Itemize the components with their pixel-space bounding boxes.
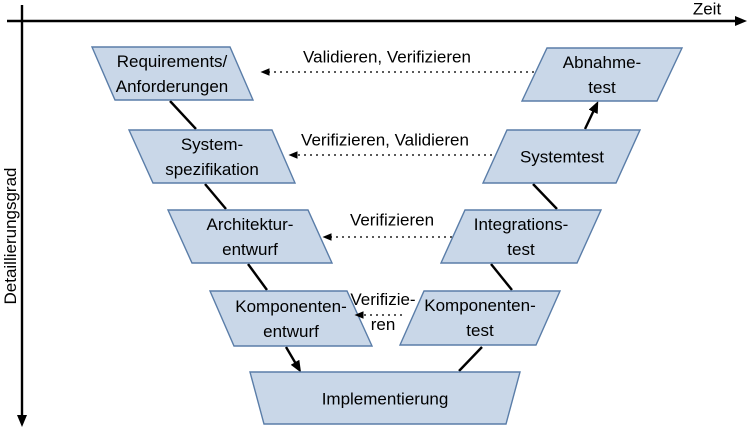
y-axis-label: Detaillierungsgrad — [1, 167, 20, 305]
connector-systemspec-architecture — [204, 183, 227, 210]
box-label-system-test: Systemtest — [519, 147, 605, 167]
connector-integrationtest-systemtest — [532, 183, 558, 210]
connector-systemtest-acceptancetest-arrow — [583, 100, 599, 130]
box-component-design — [208, 290, 374, 347]
box-system-test — [481, 129, 642, 184]
box-integration-test — [439, 209, 603, 264]
box-label-implementation: Implementierung — [321, 389, 449, 409]
box-acceptance-test — [520, 47, 684, 102]
box-label-architecture: Architektur- entwurf — [206, 215, 294, 259]
connector-componentdesign-implementation-arrow — [284, 346, 302, 373]
phase-connectors — [169, 100, 599, 373]
box-label-integration-test: Integrations- test — [473, 215, 569, 259]
phase-boxes — [90, 46, 684, 425]
arrow-label-verify-validate: Verifizieren, Validieren — [301, 130, 469, 150]
connector-implementation-componenttest — [458, 346, 483, 372]
box-label-component-test: Komponenten- test — [424, 296, 536, 340]
box-label-system-spec: System- spezifikation — [165, 135, 259, 179]
axes — [7, 5, 747, 427]
x-axis-label: Zeit — [692, 0, 722, 19]
arrow-label-validate-verify: Validieren, Verifizieren — [303, 47, 471, 67]
verification-arrows — [260, 68, 534, 319]
box-component-test — [398, 290, 562, 346]
connector-architecture-componentdesign — [247, 263, 268, 291]
box-requirements — [90, 46, 255, 101]
box-label-requirements: Requirements/ Anforderungen — [115, 52, 229, 96]
connector-requirements-systemspec — [169, 100, 197, 130]
connector-componenttest-integrationtest — [490, 263, 513, 291]
box-implementation — [249, 371, 521, 425]
box-label-component-design: Komponenten- entwurf — [235, 297, 347, 341]
box-label-acceptance-test: Abnahme- test — [562, 53, 642, 97]
box-architecture — [166, 209, 334, 264]
arrow-label-verify: Verifizieren — [349, 210, 435, 230]
box-system-spec — [127, 129, 297, 184]
arrow-label-verify-split: Verifizie- ren — [350, 290, 416, 334]
